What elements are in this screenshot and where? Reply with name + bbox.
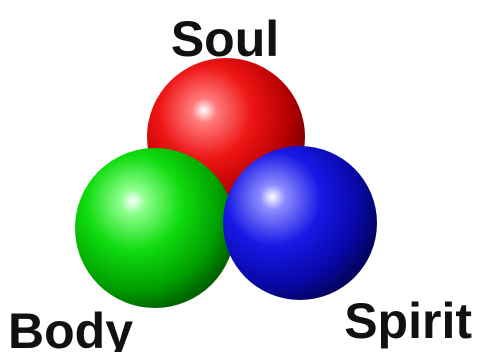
body-sphere xyxy=(75,148,235,308)
soul-label: Soul xyxy=(171,11,279,67)
spirit-label: Spirit xyxy=(344,293,472,349)
body-label: Body xyxy=(8,303,133,352)
spirit-sphere xyxy=(223,146,377,300)
